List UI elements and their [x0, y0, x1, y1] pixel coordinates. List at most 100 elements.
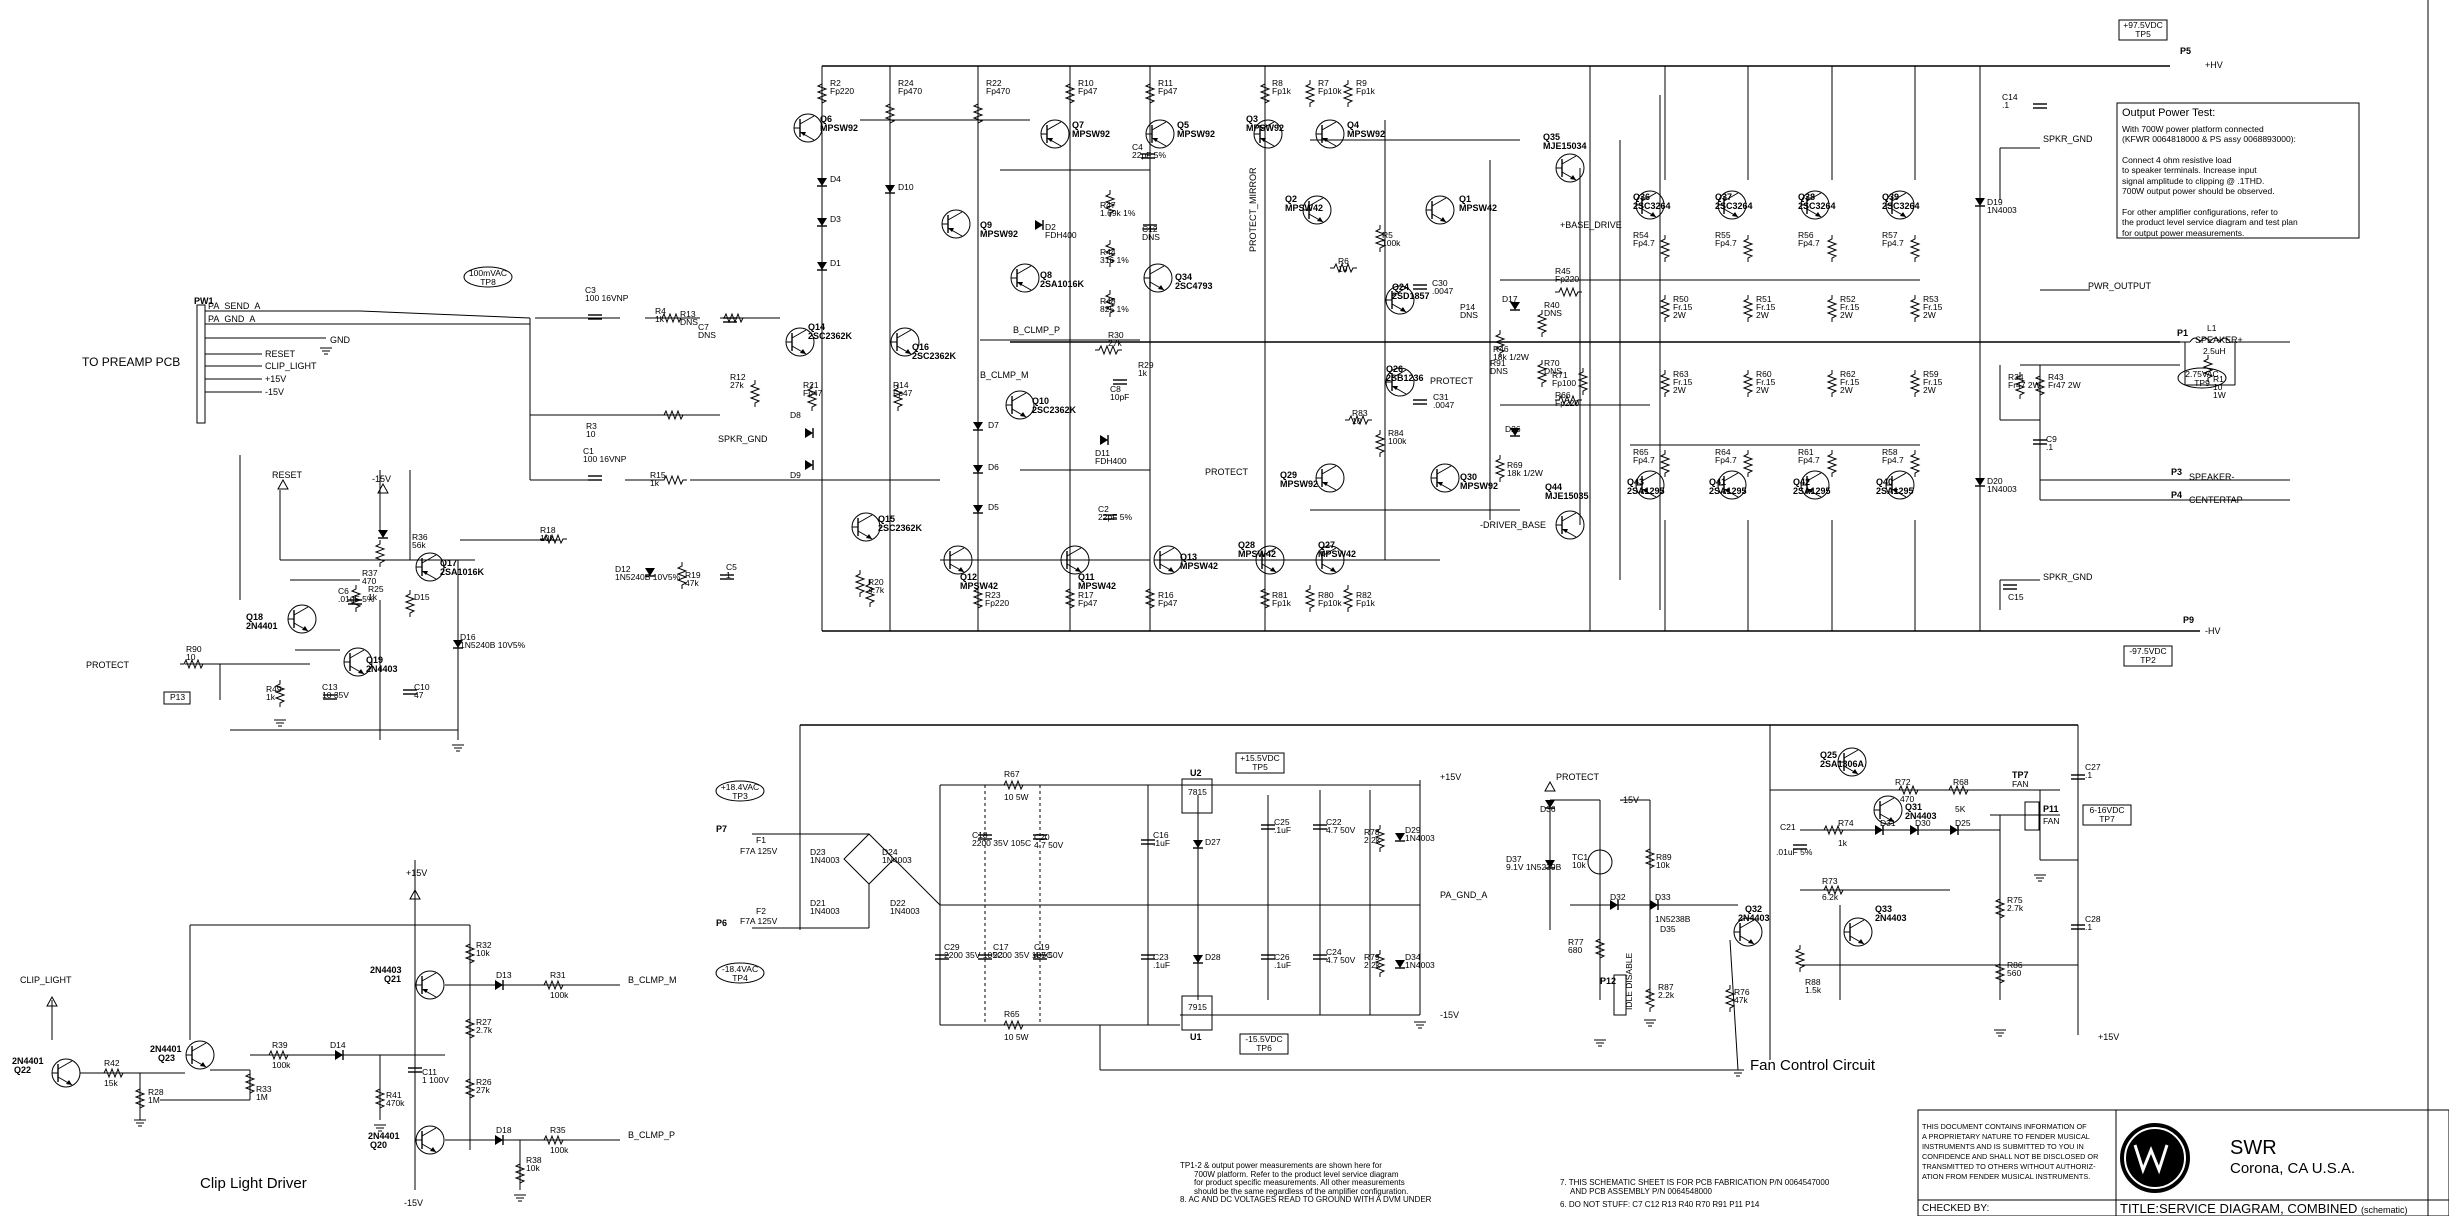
- part-ref: D2: [1045, 222, 1056, 232]
- resistor-value: Fp4.7: [1715, 238, 1737, 248]
- diode-ref: D22: [890, 898, 906, 908]
- part-value: 1N5240B 10V5%: [615, 572, 681, 582]
- resistor-ref: R61: [1798, 447, 1814, 457]
- part-ref: R37: [362, 568, 378, 578]
- regulator-u2-part: 7815: [1188, 787, 1207, 797]
- part-ref: R29: [1138, 360, 1154, 370]
- resistor-r65-value: 10 5W: [1004, 1032, 1029, 1042]
- part-ref: C6: [338, 586, 349, 596]
- transistor-ref: Q36: [1633, 192, 1650, 202]
- resistor-r78: R78: [1364, 827, 1380, 837]
- transistor-part: MJE15035: [1545, 491, 1589, 501]
- transistor-ref: Q44: [1545, 482, 1562, 492]
- resistor-r32: R32: [476, 940, 492, 950]
- transistor-ref: Q34: [1175, 272, 1192, 282]
- transistor-ref: Q6: [820, 114, 832, 124]
- output-test-line: (KFWR 0064818000 & PS assy 0068893000):: [2122, 134, 2296, 144]
- fan-control-title: Fan Control Circuit: [1750, 1057, 1876, 1074]
- transistor-part: 2SA1295: [1709, 486, 1747, 496]
- resistor-ref: R7: [1318, 78, 1329, 88]
- resistor-r68-value: 5K: [1955, 804, 1966, 814]
- diode-value: 1N4003: [810, 906, 840, 916]
- part-value: 1: [726, 570, 731, 580]
- part-ref: D4: [830, 174, 841, 184]
- resistor-r26-value: 27k: [476, 1085, 490, 1095]
- part-ref: R47: [1100, 200, 1116, 210]
- resistor-wattage: 2W: [1673, 310, 1686, 320]
- resistor-r74-value: 1k: [1838, 838, 1848, 848]
- disclaimer-line: INSTRUMENTS AND IS SUBMITTED TO YOU IN: [1922, 1142, 2084, 1151]
- part-ref: R43: [2048, 372, 2064, 382]
- cap-c28-value: .1: [2085, 922, 2092, 932]
- transistor-part: 2N4403: [366, 664, 398, 674]
- part-value: 1N5240B 10V5%: [460, 640, 526, 650]
- transistor-ref: Q29: [1280, 470, 1297, 480]
- transistor-part: 2SC3264: [1798, 201, 1836, 211]
- part-ref: C13: [322, 682, 338, 692]
- net-centertap: CENTERTAP: [2189, 495, 2243, 505]
- cap-c11-value: 1 100V: [422, 1075, 449, 1085]
- test-point-id: TP8: [480, 277, 496, 287]
- regulator-u2: U2: [1190, 768, 1202, 778]
- part-value: 1k: [650, 478, 660, 488]
- diode-d32: D32: [1610, 892, 1626, 902]
- label-layer: +97.5VDCTP5P5+HVPW1PA_SEND_APA_GND_AGNDR…: [12, 19, 2243, 1208]
- cap-c27-value: .1: [2085, 770, 2092, 780]
- resistor-value: Fr.15: [1673, 302, 1693, 312]
- part-ref: D7: [988, 420, 999, 430]
- transistor-part: 2SA1016K: [440, 567, 485, 577]
- resistor-value: Fp4.7: [1798, 238, 1820, 248]
- cap-ref: C26: [1274, 952, 1290, 962]
- net-b-clmp-m: B_CLMP_M: [980, 370, 1029, 380]
- cap-ref: C29: [944, 942, 960, 952]
- transistor-ref: Q9: [980, 220, 992, 230]
- part-value: 100 16VNP: [583, 454, 627, 464]
- transistor-part: 2SA1295: [1627, 486, 1665, 496]
- part-value: 10: [586, 429, 596, 439]
- resistor-r33: R33: [256, 1084, 272, 1094]
- note-7a: 7. THIS SCHEMATIC SHEET IS FOR PCB FABRI…: [1560, 1178, 1830, 1187]
- resistor-r86-value: 560: [2007, 968, 2021, 978]
- resistor-value: Fr.15: [1840, 377, 1860, 387]
- disclaimer-line: A PROPRIETARY NATURE TO FENDER MUSICAL: [1922, 1132, 2090, 1141]
- resistor-r38-value: 10k: [526, 1163, 540, 1173]
- resistor-r65: R65: [1004, 1009, 1020, 1019]
- resistor-r73: R73: [1822, 876, 1838, 886]
- part-ref: R18: [540, 525, 556, 535]
- connector-p7: P7: [716, 824, 727, 834]
- cap-value: .1uF: [1153, 960, 1170, 970]
- transistor-q21: Q21: [384, 974, 401, 984]
- net-spkr-gnd: SPKR_GND: [718, 434, 768, 444]
- title-company: SWR: [2230, 1137, 2277, 1159]
- transistor-part: MPSW92: [1177, 129, 1215, 139]
- resistor-value: Fp47: [1158, 598, 1178, 608]
- resistor-value: Fp4.7: [1633, 238, 1655, 248]
- transistor-part: 2SA1295: [1876, 486, 1914, 496]
- resistor-ref: R2: [830, 78, 841, 88]
- connector-p1: P1: [2177, 328, 2188, 338]
- diode-ref: D28: [1205, 952, 1221, 962]
- output-test-line: signal amplitude to clipping @ .1THD.: [2122, 175, 2265, 186]
- clip-b-clmp-p: B_CLMP_P: [628, 1130, 675, 1140]
- main-amplifier: [529, 65, 2290, 632]
- to-preamp-title: TO PREAMP PCB: [82, 355, 181, 369]
- fuse-f2: F2: [756, 906, 766, 916]
- resistor-r79-value: 2.2k: [1364, 960, 1381, 970]
- diode-ref: D34: [1405, 952, 1421, 962]
- protect-input: PROTECT: [86, 660, 130, 670]
- transistor-ref: Q27: [1318, 540, 1335, 550]
- transistor-q25-part: 2SA1306A: [1820, 759, 1865, 769]
- passive-symbols: [539, 79, 2213, 613]
- title-text: SERVICE DIAGRAM, COMBINED: [2159, 1201, 2358, 1216]
- power-supply: [752, 724, 2078, 1071]
- part-ref: R5: [1382, 230, 1393, 240]
- diode-ref: D27: [1205, 837, 1221, 847]
- part-ref: R14: [893, 380, 909, 390]
- cap-value: 4.7 50V: [1326, 825, 1356, 835]
- resistor-r41-value: 470k: [386, 1098, 405, 1108]
- cap-value: 2200 35V 105C: [944, 950, 1003, 960]
- test-point-frame: [715, 780, 765, 802]
- output-test-line: for output power measurements.: [2122, 227, 2245, 238]
